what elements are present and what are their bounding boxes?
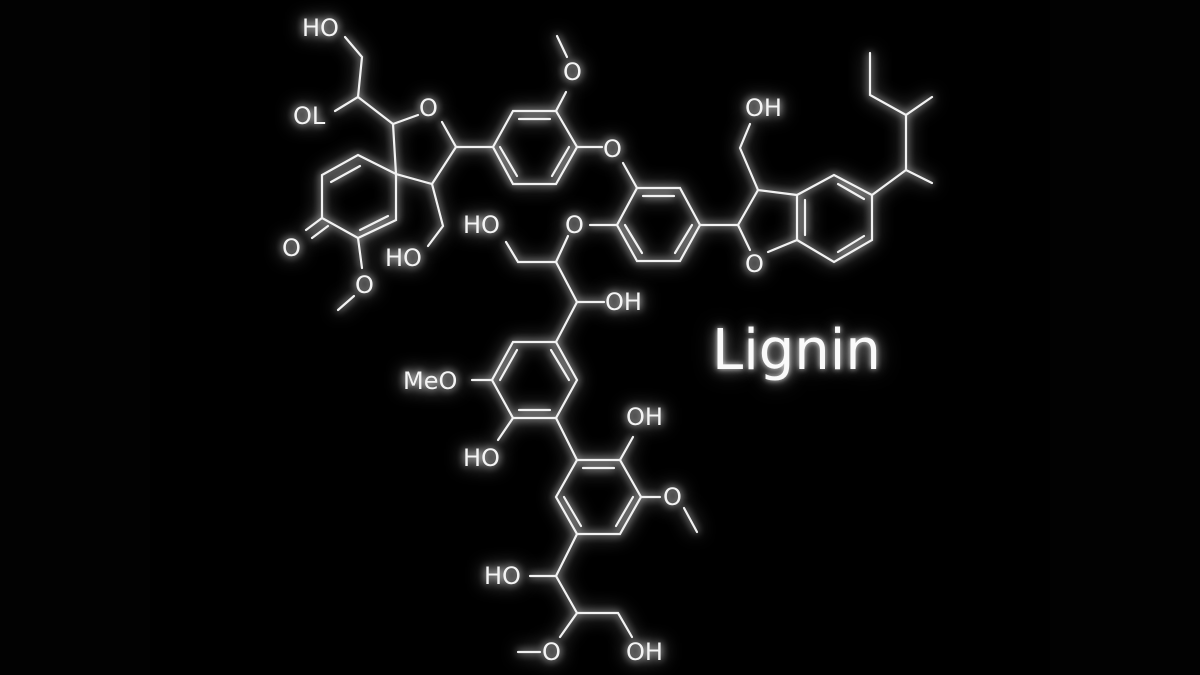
atom-label: HO <box>463 444 500 472</box>
bond-aryl-ring-1 <box>491 109 579 186</box>
bond <box>868 51 908 117</box>
bond-biaryl <box>554 416 579 462</box>
bond-furan-ring <box>391 120 458 186</box>
bond-double <box>498 348 519 382</box>
atom-labels: HO OL O O O OH O O HO HO O OH O MeO HO O… <box>282 14 782 666</box>
atom-label: O <box>603 135 622 163</box>
bond <box>738 122 760 192</box>
bond <box>391 113 420 126</box>
bond <box>736 223 752 252</box>
bond-chain-top <box>333 35 364 113</box>
bond-double <box>673 223 694 255</box>
atom-label: OL <box>293 102 326 130</box>
atom-label: HO <box>385 244 422 272</box>
bond-double <box>329 164 362 184</box>
bond-aryl-ring-3 <box>490 340 579 420</box>
atom-label: O <box>745 250 764 278</box>
bond-benzo-ring <box>795 173 874 264</box>
atom-label: MeO <box>403 367 457 395</box>
atom-label: OH <box>605 288 642 316</box>
atom-label: HO <box>302 14 339 42</box>
bond-double <box>614 495 635 528</box>
atom-label: O <box>355 271 374 299</box>
bond <box>621 161 639 190</box>
bond-double <box>623 223 644 255</box>
bond-double <box>562 495 583 528</box>
atom-label: O <box>542 638 561 666</box>
bond <box>554 300 579 344</box>
bond <box>426 182 445 248</box>
right-side-band <box>1050 0 1200 675</box>
bond <box>618 435 635 462</box>
atom-label: HO <box>463 211 500 239</box>
bond <box>870 168 934 197</box>
bond <box>356 236 364 270</box>
bond <box>304 216 324 232</box>
bond-aryl-ring-4 <box>554 458 643 536</box>
bond-double <box>550 145 571 178</box>
bond-double <box>358 214 390 232</box>
bond-methyl <box>336 294 356 312</box>
atom-label: OH <box>745 94 782 122</box>
atom-label: OH <box>626 403 663 431</box>
atom-label: HO <box>484 562 521 590</box>
bond-double <box>549 348 571 382</box>
bond <box>528 532 579 578</box>
bonds <box>304 34 934 654</box>
bond <box>554 260 606 304</box>
left-side-band <box>0 0 150 675</box>
bond <box>554 90 568 113</box>
diagram-title: Lignin <box>712 318 881 383</box>
atom-label: O <box>282 234 301 262</box>
atom-label: O <box>565 211 584 239</box>
atom-label: O <box>563 58 582 86</box>
bond <box>554 574 579 639</box>
bond <box>356 95 395 126</box>
bond <box>504 234 570 264</box>
bond-methyl <box>555 34 569 59</box>
bond-double <box>836 182 866 201</box>
bond <box>575 611 634 639</box>
bond-double <box>836 234 866 254</box>
atom-label: O <box>419 94 438 122</box>
bond <box>496 416 515 442</box>
atom-label: OH <box>626 638 663 666</box>
bond <box>904 95 934 172</box>
atom-label: O <box>663 483 682 511</box>
bond-aryl-ring-2 <box>615 186 702 263</box>
bond-double <box>498 145 519 178</box>
bond-double <box>310 224 330 240</box>
bond-methyl <box>682 506 699 534</box>
